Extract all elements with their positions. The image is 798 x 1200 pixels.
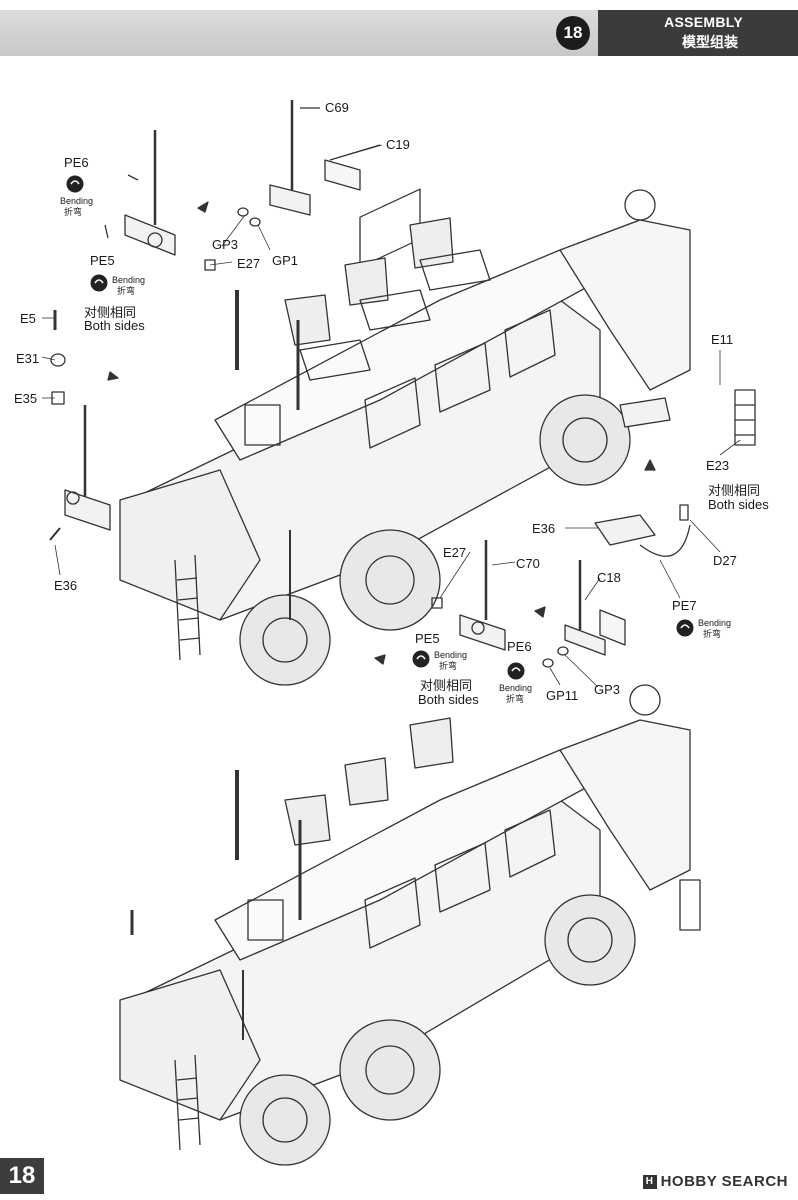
label-gp3-mid: GP3 [594,682,621,697]
antenna-group-c69 [237,100,381,227]
label-e27-mid: E27 [443,545,467,560]
header-title-cn: 模型组装 [682,34,738,50]
bending-icon [66,175,84,193]
bending-icon [507,662,525,680]
upper-vehicle [119,188,691,686]
label-bending-pe5-mid: Bending [434,650,468,660]
label-e11: E11 [711,332,734,347]
page-number: 18 [0,1158,44,1194]
label-bending-cn-pe7: 折弯 [703,629,722,639]
bending-icon [676,619,694,637]
label-pe6-top: PE6 [64,155,89,170]
label-c69: C69 [325,100,349,115]
label-bending-pe7: Bending [698,618,732,628]
label-pe5-mid: PE5 [415,631,440,646]
label-both-cn-left: 对侧相同 [84,305,137,320]
step-number-badge: 18 [556,16,590,50]
label-gp3-top: GP3 [212,237,239,252]
label-bending-pe5: Bending [112,275,146,285]
label-gp1: GP1 [272,253,299,268]
label-e36-left: E36 [54,578,78,593]
label-bending-pe6-mid: Bending [499,683,533,693]
label-bending-cn-pe6-mid: 折弯 [506,694,525,704]
label-c19: C19 [386,137,410,152]
label-bending-cn-top: 折弯 [64,207,83,217]
label-e27-top: E27 [237,256,261,271]
bending-icon [90,274,108,292]
bending-icon [412,650,430,668]
watermark-logo-icon: H [642,1174,657,1189]
header-title-en: ASSEMBLY [664,14,743,30]
label-d27: D27 [713,553,737,568]
label-c18: C18 [597,570,621,585]
label-both-en-right: Both sides [708,497,769,512]
label-bending-cn-pe5: 折弯 [117,286,136,296]
header-title-panel [598,10,798,56]
label-bending-top: Bending [60,196,94,206]
label-both-en-left: Both sides [84,318,145,333]
antenna-group-left [49,310,119,541]
lower-vehicle [119,684,701,1166]
label-c70: C70 [516,556,540,571]
leader-lines [41,107,741,688]
label-both-cn-mid: 对侧相同 [420,678,473,693]
label-pe7: PE7 [672,598,697,613]
watermark-text: HOBBY SEARCH [660,1173,788,1190]
antenna-group-mid [374,540,626,668]
label-both-cn-right: 对侧相同 [708,483,761,498]
label-both-en-mid: Both sides [418,692,479,707]
label-e23: E23 [706,458,730,473]
rear-step-parts [594,389,756,557]
label-e36-right: E36 [532,521,556,536]
label-e5: E5 [20,311,36,326]
label-e31: E31 [16,351,40,366]
label-pe6-mid: PE6 [507,639,532,654]
label-gp11: GP11 [546,688,579,703]
label-bending-cn-pe5-mid: 折弯 [439,661,458,671]
watermark: H HOBBY SEARCH [642,1173,788,1190]
label-pe5-top: PE5 [90,253,115,268]
antenna-group-top-left [104,130,216,271]
label-e35: E35 [14,391,38,406]
